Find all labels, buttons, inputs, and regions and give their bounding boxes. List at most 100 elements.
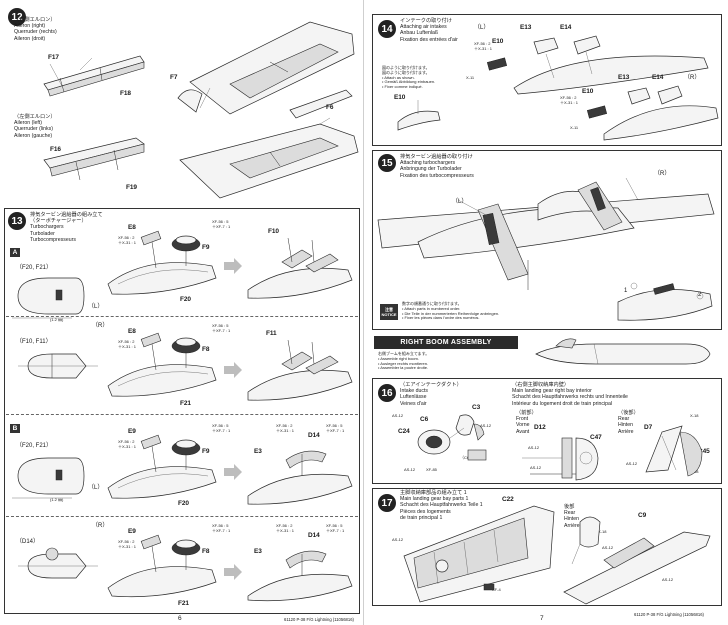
step-14-part-e10: E10 (492, 38, 504, 45)
wing-right-drawing (177, 21, 355, 119)
step-14-note: 図のように取り付けます。図のように取り付けます。• Attach as show… (382, 65, 436, 90)
step-15-left-hand: （L） (452, 199, 468, 205)
row-separator-1 (6, 316, 358, 317)
step-14-right-hand: （R） (684, 75, 701, 81)
s17-as12-c: AS-12 (602, 545, 614, 550)
s17-x18: X-18 (598, 529, 607, 534)
row3-hand: （L） (88, 485, 104, 491)
step-14-color-r: XF-56 : 2＋X-31 : 1 (560, 95, 579, 105)
s16-as12-e: AS-12 (530, 465, 542, 470)
s16-as12-f: AS-12 (626, 461, 638, 466)
left-page: 12 （右側エルロン）Aileron (right) Querruder (re… (4, 0, 364, 625)
row3-part-f9: F9 (202, 448, 210, 455)
step-15-aircraft-drawing (377, 177, 715, 290)
step-14-part-e13-r: E13 (618, 74, 630, 81)
step-14-left-drawing (486, 35, 709, 95)
right-boom-banner: RIGHT BOOM ASSEMBLY (374, 336, 518, 349)
step-14-left-hand: （L） (474, 25, 490, 31)
row2-part-f8: F8 (202, 346, 210, 353)
step-15-number: 15 (378, 154, 396, 172)
step-16-bay-rear-drawing (645, 425, 703, 477)
boom-note: 右側ブームを組み立てます。• Assemble right boom. • Au… (378, 351, 430, 371)
part-f17: F17 (48, 54, 59, 61)
part-c6: C6 (420, 416, 429, 423)
part-d12: D12 (534, 424, 546, 431)
row3-side-label: （F20, F21） (16, 443, 53, 449)
step-16-intake-drawing (417, 414, 487, 461)
row4-color-c: XF-56 : 2＋X-31 : 1 (276, 523, 295, 533)
row1-part-f10: F10 (268, 228, 279, 235)
step-17-number: 17 (378, 494, 396, 512)
row4-part-f8: F8 (202, 548, 210, 555)
row4-part-f21: F21 (178, 600, 189, 607)
row1-part-e8: E8 (128, 224, 136, 231)
step-14-part-e14: E14 (560, 24, 572, 31)
row4-part-e9: E9 (128, 528, 136, 535)
row2-part-f21: F21 (180, 400, 191, 407)
row2-boom-result (247, 339, 353, 401)
row2-hand: （R） (92, 323, 109, 329)
row1-part-f20: F20 (180, 296, 191, 303)
s16-xf85: XF-85 (426, 467, 437, 472)
part-f19: F19 (126, 184, 137, 191)
step-12-left-caption: （左側エルロン）Aileron (left) Querruder (links)… (14, 114, 56, 139)
part-c6-ref: （C6） (460, 455, 474, 460)
part-c47: C47 (590, 434, 602, 441)
row3-arrow (224, 464, 242, 480)
part-d7: D7 (644, 424, 653, 431)
row3-color-c: XF-56 : 2＋X-31 : 1 (276, 423, 295, 433)
s16-as12-c: AS-12 (404, 467, 416, 472)
step-15-detail-drawing (617, 282, 713, 321)
row1-side-view (12, 277, 85, 319)
s16-as12-b: AS-12 (480, 423, 492, 428)
row3-mm: (1.2 ㎜) (50, 497, 64, 502)
step-12-number: 12 (8, 8, 26, 26)
row2-arrow (224, 362, 242, 378)
step-14-part-e10-r: E10 (582, 88, 594, 95)
wing-left-drawing (179, 117, 359, 199)
row4-arrow (224, 564, 242, 580)
part-c9: C9 (638, 512, 647, 519)
row1-boom-left (107, 230, 217, 295)
row3-color-a: XF-56 : 2＋X-31 : 1 (118, 439, 137, 449)
row2-side-label: （F10, F11） (16, 339, 52, 345)
step-14-part-e10-lower: E10 (394, 94, 406, 101)
left-page-code: 61120 P-38 F/G Lightning (11056816) (284, 617, 354, 622)
right-page-number: 7 (540, 615, 544, 622)
left-page-number: 6 (178, 615, 182, 622)
s16-x18-a: X-18 (690, 413, 699, 418)
step-15-note: 数字の順番通りに取り付けます。• Attach parts in numbere… (402, 301, 500, 321)
row4-hand: （R） (92, 523, 109, 529)
part-c22: C22 (502, 496, 514, 503)
row3-part-f20: F20 (178, 500, 189, 507)
row-separator-3 (6, 516, 358, 517)
row3-part-e9: E9 (128, 428, 136, 435)
part-c45: C45 (698, 448, 710, 455)
row3-side-view (12, 457, 85, 499)
step-14-number: 14 (378, 20, 396, 38)
s16-as12-a: AS-12 (392, 413, 404, 418)
row2-part-f11: F11 (266, 330, 277, 337)
step-17-drawing (403, 505, 711, 605)
step-14-x11-a: X-11 (466, 75, 475, 80)
row1-arrow (224, 258, 242, 274)
row2-color-b: XF-56 : 5＋XF-7 : 1 (212, 323, 231, 333)
row2-boom-left (107, 332, 217, 397)
s17-xf4: XF-4 (492, 587, 501, 592)
part-c3: C3 (472, 404, 481, 411)
row4-boom-result (247, 550, 353, 602)
row4-part-e3: E3 (254, 548, 262, 555)
step-12-right-caption: （右側エルロン）Aileron (right) Querruder (recht… (14, 17, 57, 42)
step-16-bay-front-drawing (522, 437, 599, 481)
row4-side-label: （D14） (16, 539, 40, 545)
row3-part-e3: E3 (254, 448, 262, 455)
row4-part-d14: D14 (308, 532, 320, 539)
boom-silhouette (535, 338, 711, 365)
